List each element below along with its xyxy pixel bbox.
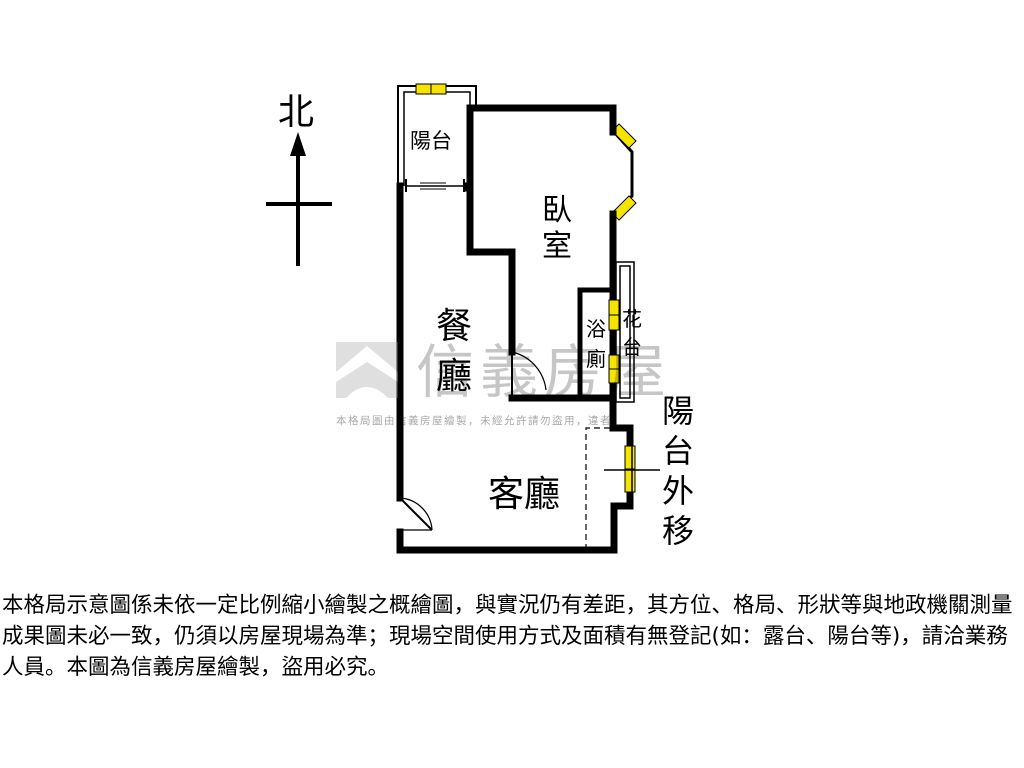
balcony-moved-label-4: 移 <box>662 512 694 550</box>
door-bedroom <box>511 351 547 398</box>
north-arrow-icon <box>266 132 332 266</box>
living-marker <box>604 440 660 500</box>
window-bath-lower <box>608 354 620 384</box>
balcony-moved-label-2: 台 <box>662 432 694 470</box>
living-label: 客廳 <box>488 474 560 515</box>
window-bath-upper <box>608 299 620 331</box>
window-living <box>624 445 636 493</box>
bath-walls <box>577 287 613 398</box>
planter-label-2: 台 <box>622 335 642 359</box>
balcony-moved-label-3: 外 <box>662 472 694 510</box>
bedroom-label-1: 臥 <box>542 193 572 228</box>
north-label: 北 <box>278 92 314 133</box>
balcony-moved-label-1: 陽 <box>662 392 694 430</box>
bath-label-1: 浴 <box>586 317 606 341</box>
watermark-brand: 信義房屋 <box>416 338 672 406</box>
bath-label-2: 廁 <box>586 347 606 371</box>
balcony-moved-dashed-line <box>585 427 614 550</box>
disclaimer-text: 本格局示意圖係未依一定比例縮小繪製之概繪圖，與實況仍有差距，其方位、格局、形狀等… <box>2 593 1013 680</box>
house-logo-icon <box>336 342 398 398</box>
bedroom-label-2: 室 <box>542 229 572 264</box>
balcony-label: 陽台 <box>410 129 452 153</box>
watermark-notice: 本格局圖由信義房屋繪製，未經允許請勿盜用，違者 <box>336 414 612 427</box>
planter-label-1: 花 <box>622 307 642 331</box>
dining-label-1: 餐 <box>436 306 472 347</box>
dining-label-2: 廳 <box>436 356 472 397</box>
door-entrance <box>399 497 433 531</box>
